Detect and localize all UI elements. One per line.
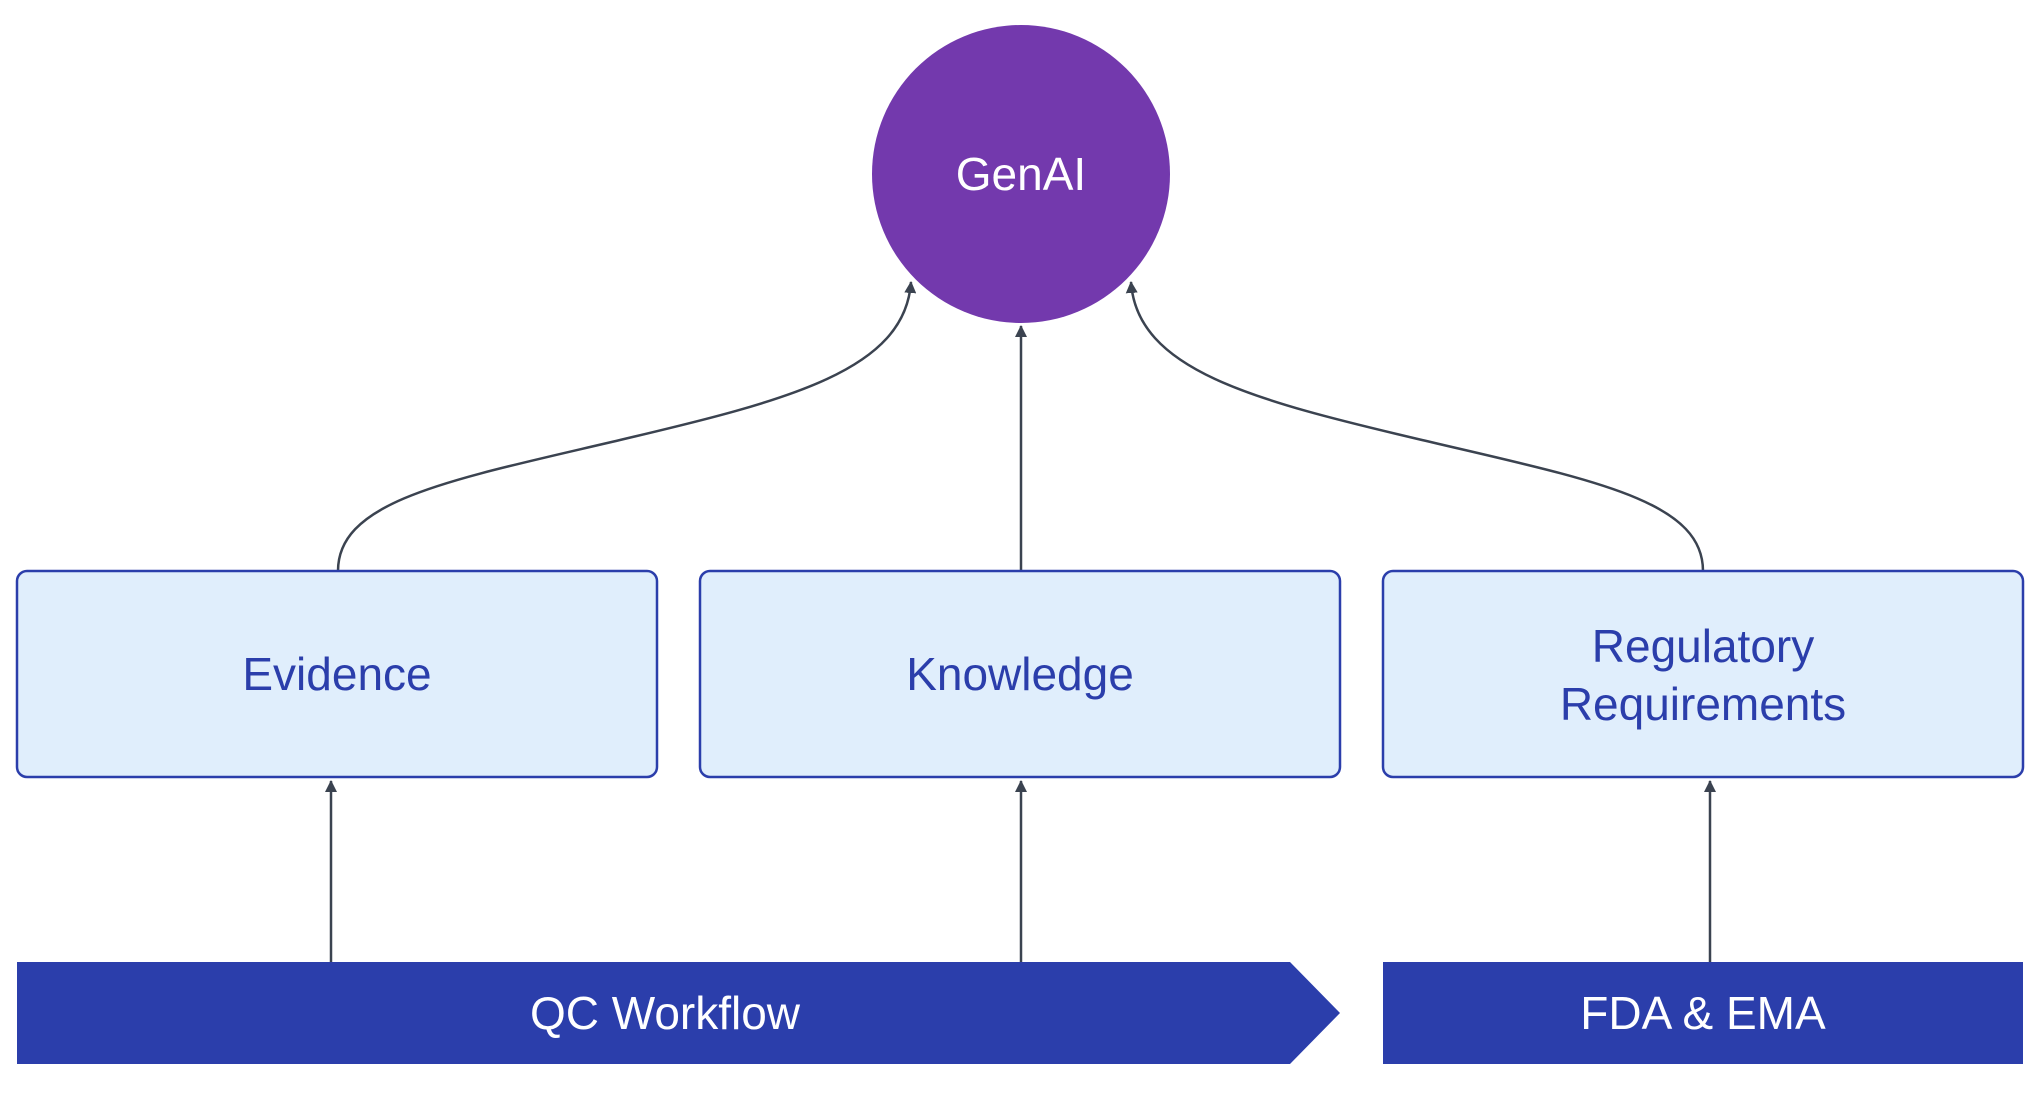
qc-workflow-banner[interactable]: QC Workflow — [17, 962, 1340, 1064]
genai-circle — [872, 25, 1170, 323]
genai-label: GenAI — [956, 148, 1086, 200]
qc-workflow-label: QC Workflow — [530, 987, 801, 1039]
regulatory-label-line1: Regulatory — [1592, 620, 1814, 672]
fda-ema-label: FDA & EMA — [1580, 987, 1826, 1039]
genai-node[interactable]: GenAI — [872, 25, 1170, 323]
evidence-label: Evidence — [242, 648, 431, 700]
qc-workflow-shape — [17, 962, 1340, 1064]
edge-regulatory-to-genai — [1125, 281, 1705, 572]
knowledge-box — [698, 569, 1342, 779]
regulatory-label-line2: Requirements — [1560, 678, 1846, 730]
knowledge-label: Knowledge — [906, 648, 1134, 700]
fda-ema-banner[interactable]: FDA & EMA — [1383, 962, 2023, 1064]
regulatory-requirements-box — [1381, 569, 2025, 779]
knowledge-node[interactable]: Knowledge — [698, 569, 1342, 779]
regulatory-requirements-node[interactable]: Regulatory Requirements — [1381, 569, 2025, 779]
edge-evidence-to-genai — [336, 281, 917, 572]
evidence-box — [15, 569, 659, 779]
evidence-node[interactable]: Evidence — [15, 569, 659, 779]
fda-ema-shape — [1383, 962, 2023, 1064]
